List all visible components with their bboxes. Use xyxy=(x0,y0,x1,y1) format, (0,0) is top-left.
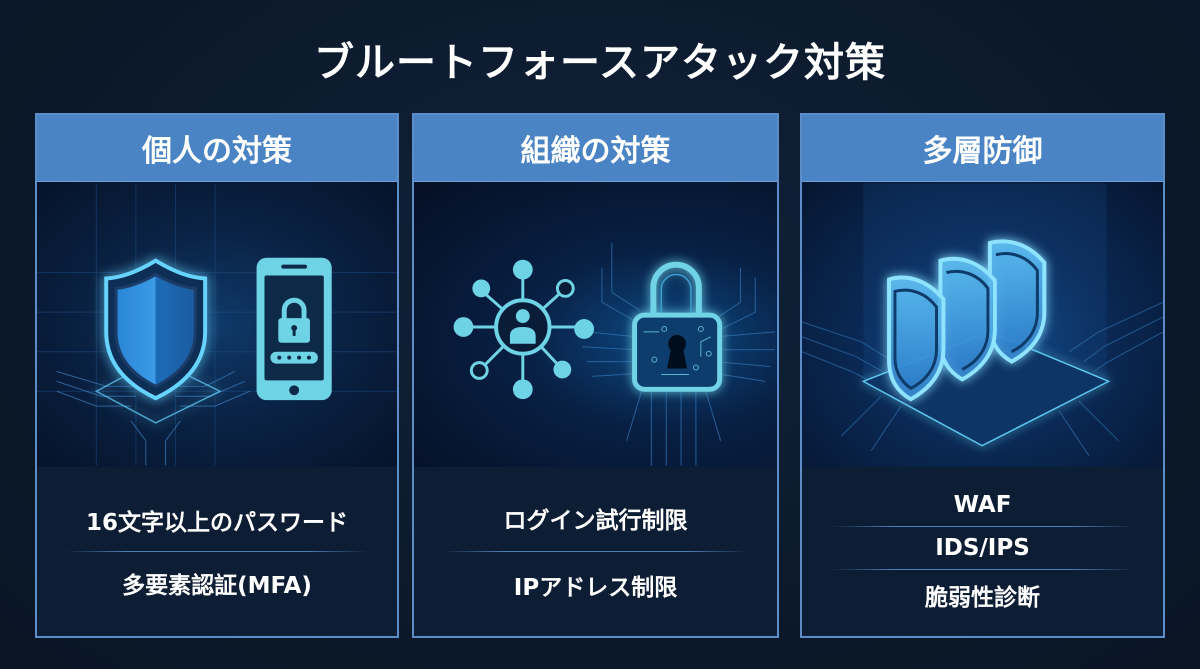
defense-in-depth-illustration xyxy=(802,183,1163,456)
panel-items: ログイン試行制限 IPアドレス制限 xyxy=(414,467,777,636)
measure-item: 脆弱性診断 xyxy=(925,584,1040,611)
measure-item: 16文字以上のパスワード xyxy=(85,510,348,536)
panel-organization-measures: 組織の対策 xyxy=(412,113,779,638)
panel-header: 多層防御 xyxy=(802,115,1163,182)
panel-header: 個人の対策 xyxy=(37,115,397,182)
measure-item: IDS/IPS xyxy=(935,534,1030,561)
panel-illustration xyxy=(802,182,1163,467)
page-title: ブルートフォースアタック対策 xyxy=(314,40,886,86)
divider xyxy=(65,551,369,552)
measure-item: IPアドレス制限 xyxy=(513,575,678,601)
panel-items: WAF IDS/IPS 脆弱性診断 xyxy=(802,467,1163,636)
circuit-padlock-icon xyxy=(632,261,723,392)
panel-illustration xyxy=(414,182,777,467)
panel-header: 組織の対策 xyxy=(414,115,777,182)
user-network-icon xyxy=(453,259,595,400)
divider xyxy=(830,525,1135,527)
measure-item: 多要素認証(MFA) xyxy=(122,573,312,599)
shield-icon xyxy=(104,258,208,401)
panel-personal-measures: 個人の対策 xyxy=(35,113,399,638)
measure-item: WAF xyxy=(953,491,1012,518)
divider xyxy=(443,551,748,552)
divider xyxy=(830,568,1135,570)
panel-illustration xyxy=(37,182,397,467)
organization-measures-illustration xyxy=(453,242,776,466)
smartphone-lock-icon xyxy=(256,257,332,401)
personal-measures-illustration xyxy=(37,183,397,466)
panel-items: 16文字以上のパスワード 多要素認証(MFA) xyxy=(37,467,397,636)
panel-defense-in-depth: 多層防御 xyxy=(800,113,1165,638)
measure-item: ログイン試行制限 xyxy=(503,508,688,534)
layered-shields-icon xyxy=(887,239,1047,402)
